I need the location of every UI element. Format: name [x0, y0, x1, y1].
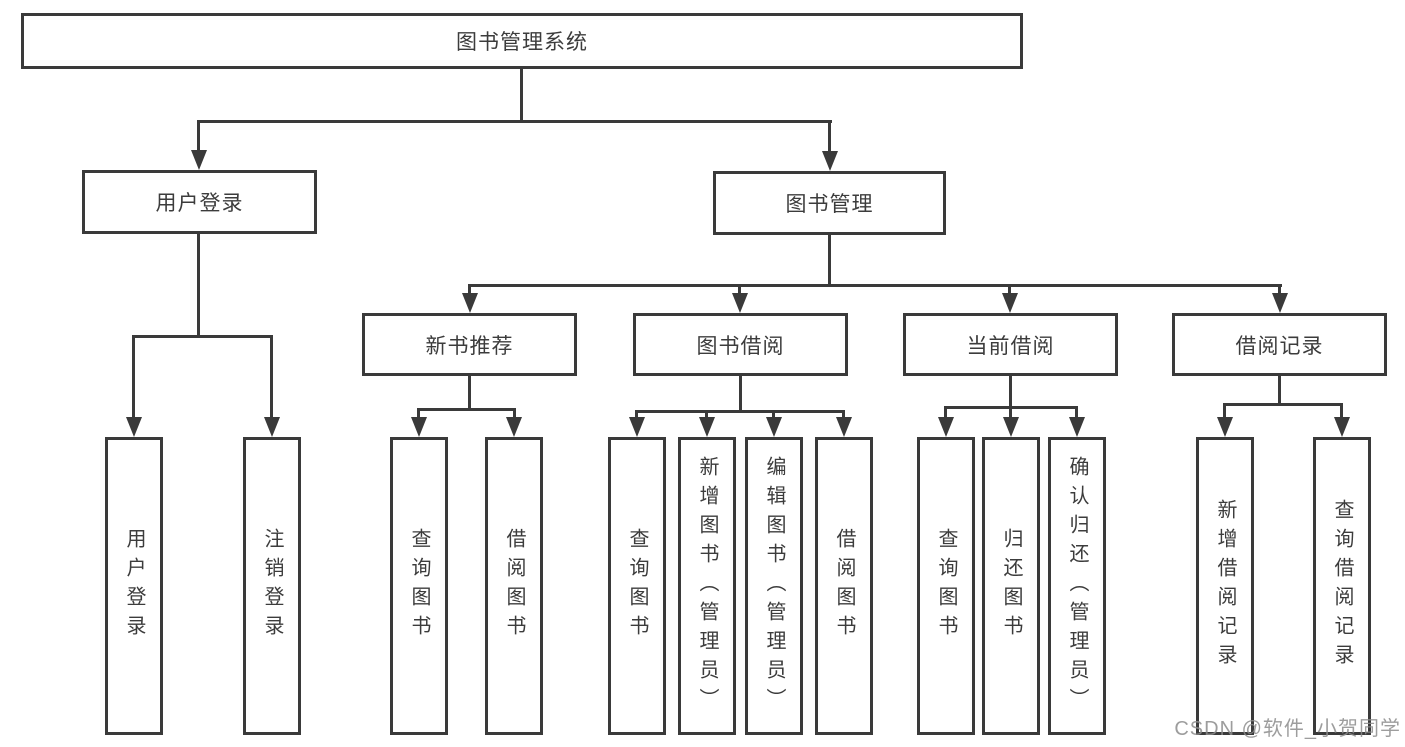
leaf-confirm-return-admin: 确认归还（管理员） — [1048, 437, 1106, 735]
edge-to-leaf — [132, 335, 135, 417]
arrow-down-icon — [629, 417, 645, 437]
node-book-management: 图书管理 — [713, 171, 946, 235]
arrow-down-icon — [1217, 417, 1233, 437]
arrow-down-icon — [836, 417, 852, 437]
edge-to-node — [1278, 284, 1281, 294]
arrow-down-icon — [822, 151, 838, 171]
edge-to-leaf — [842, 410, 845, 418]
edge-to-leaf — [1009, 406, 1012, 418]
edge-to-leaf — [1223, 403, 1226, 418]
arrow-down-icon — [1069, 417, 1085, 437]
edge-records-branch — [1223, 403, 1343, 406]
leaf-query-borrow-record: 查询借阅记录 — [1313, 437, 1371, 735]
arrow-down-icon — [1334, 417, 1350, 437]
leaf-add-borrow-record: 新增借阅记录 — [1196, 437, 1254, 735]
edge-to-node — [738, 284, 741, 294]
edge-to-leaf — [1340, 403, 1343, 418]
edge-to-node — [1008, 284, 1011, 294]
edge-to-leaf — [772, 410, 775, 418]
edge-user-login-branch — [132, 335, 273, 338]
edge-root-stem — [520, 69, 523, 120]
edge-root-branch — [197, 120, 832, 123]
arrow-down-icon — [1002, 293, 1018, 313]
edge-to-user-login — [197, 120, 200, 152]
arrow-down-icon — [1003, 417, 1019, 437]
node-book-borrow: 图书借阅 — [633, 313, 848, 376]
arrow-down-icon — [1272, 293, 1288, 313]
arrow-down-icon — [938, 417, 954, 437]
edge-borrow-branch — [635, 410, 845, 413]
edge-to-leaf — [417, 408, 420, 418]
edge-to-leaf — [635, 410, 638, 418]
arrow-down-icon — [506, 417, 522, 437]
leaf-logout: 注销登录 — [243, 437, 301, 735]
edge-recommend-stem — [468, 376, 471, 408]
arrow-down-icon — [191, 150, 207, 170]
edge-to-node — [468, 284, 471, 294]
edge-borrow-stem — [739, 376, 742, 410]
edge-to-book-management — [828, 120, 831, 152]
edge-to-leaf — [513, 408, 516, 418]
edge-records-stem — [1278, 376, 1281, 403]
leaf-borrow-books: 借阅图书 — [815, 437, 873, 735]
arrow-down-icon — [462, 293, 478, 313]
arrow-down-icon — [126, 417, 142, 437]
leaf-return-books: 归还图书 — [982, 437, 1040, 735]
edge-to-leaf — [270, 335, 273, 417]
edge-to-leaf — [705, 410, 708, 418]
edge-book-mgmt-branch — [468, 284, 1282, 287]
edge-recommend-branch — [417, 408, 516, 411]
leaf-add-book-admin: 新增图书（管理员） — [678, 437, 736, 735]
watermark: CSDN @软件_小贺同学 — [1174, 718, 1401, 740]
node-user-login: 用户登录 — [82, 170, 317, 234]
edge-to-leaf — [944, 406, 947, 418]
edge-to-leaf — [1075, 406, 1078, 418]
node-new-book-recommend: 新书推荐 — [362, 313, 577, 376]
leaf-edit-book-admin: 编辑图书（管理员） — [745, 437, 803, 735]
leaf-query-books-recommend: 查询图书 — [390, 437, 448, 735]
edge-current-stem — [1009, 376, 1012, 406]
edge-user-login-stem — [197, 234, 200, 335]
leaf-query-books-current: 查询图书 — [917, 437, 975, 735]
arrow-down-icon — [411, 417, 427, 437]
leaf-query-books-borrow: 查询图书 — [608, 437, 666, 735]
leaf-borrow-books-recommend: 借阅图书 — [485, 437, 543, 735]
arrow-down-icon — [766, 417, 782, 437]
leaf-user-login: 用户登录 — [105, 437, 163, 735]
node-borrow-records: 借阅记录 — [1172, 313, 1387, 376]
arrow-down-icon — [732, 293, 748, 313]
arrow-down-icon — [264, 417, 280, 437]
node-current-borrow: 当前借阅 — [903, 313, 1118, 376]
edge-book-mgmt-stem — [828, 235, 831, 284]
node-library-system: 图书管理系统 — [21, 13, 1023, 69]
arrow-down-icon — [699, 417, 715, 437]
